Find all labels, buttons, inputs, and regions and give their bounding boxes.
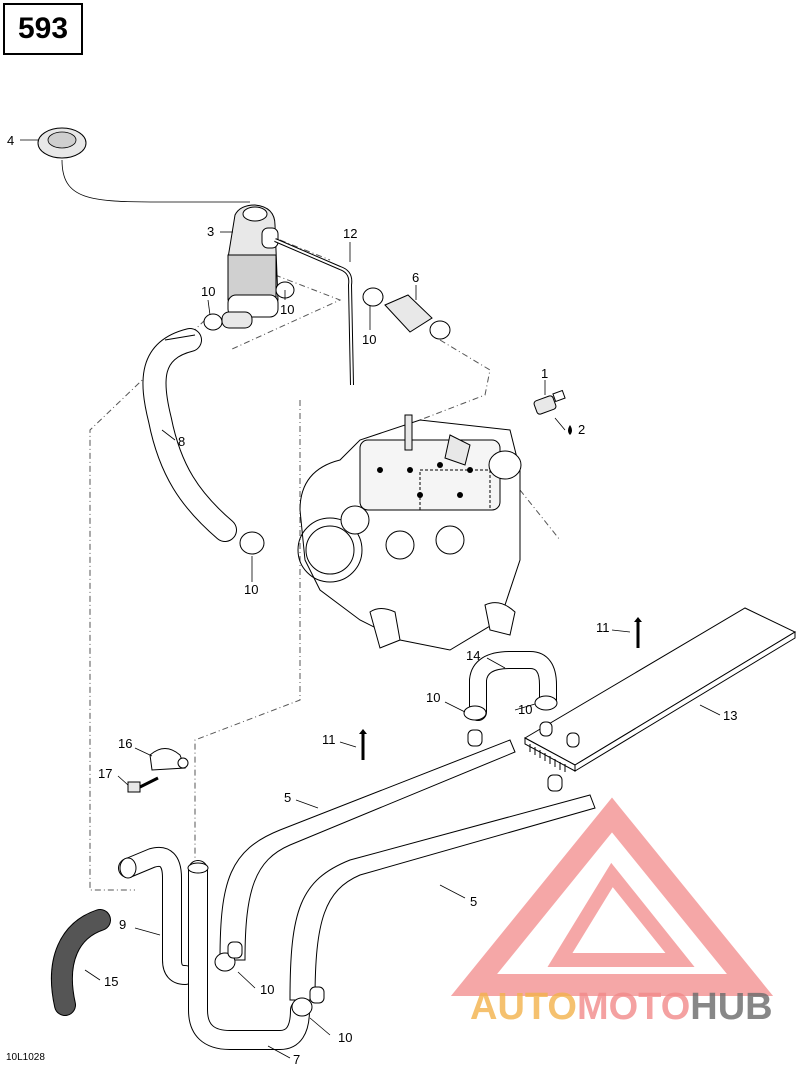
screw-17 (127, 776, 159, 793)
heat-exchanger-13 (523, 607, 797, 772)
engine-block (297, 414, 522, 651)
watermark-part1: AUTO (470, 986, 577, 1028)
callout-10-g: 10 (260, 982, 274, 997)
callout-12: 12 (343, 226, 357, 241)
callout-1: 1 (541, 366, 548, 381)
callout-10-f: 10 (518, 702, 532, 717)
cap-tether (61, 159, 250, 203)
callout-10-c: 10 (362, 332, 376, 347)
radiator-cap-4 (37, 127, 87, 159)
rivet-11-upper (634, 617, 642, 648)
callout-7: 7 (293, 1052, 300, 1067)
hose-7 (187, 860, 310, 1050)
callout-4: 4 (7, 133, 14, 148)
callout-11-upper: 11 (596, 620, 610, 635)
clip-16 (149, 748, 189, 771)
diagram-code: 10L1028 (6, 1052, 45, 1063)
hose-6 (362, 287, 451, 340)
callout-10-h: 10 (338, 1030, 352, 1045)
callout-2: 2 (578, 422, 585, 437)
watermark-part2: MOTO (576, 986, 691, 1028)
callout-labels: 1 2 3 4 5 5 6 7 8 9 10 10 10 10 10 10 10… (7, 133, 737, 1067)
clamps-bottom (214, 941, 325, 1017)
coolant-hose-8 (142, 328, 265, 555)
heat-exchanger-5-upper (219, 729, 516, 961)
u-hose-14 (463, 651, 558, 721)
callout-11-lower: 11 (322, 732, 336, 747)
callout-13: 13 (723, 708, 737, 723)
callout-10-a: 10 (201, 284, 215, 299)
hose-9 (118, 847, 195, 985)
expansion-tank-3 (227, 204, 279, 318)
watermark-text: AUTOMOTOHUB (470, 986, 773, 1029)
callout-16: 16 (118, 736, 132, 751)
callout-10-d: 10 (244, 582, 258, 597)
callout-8: 8 (178, 434, 185, 449)
watermark-logo-icon (450, 797, 774, 996)
leader-lines (20, 139, 721, 1059)
page-number-box: 593 (3, 3, 83, 55)
page-number: 593 (17, 12, 69, 45)
callout-15: 15 (104, 974, 118, 989)
heat-exchanger-5-lower (289, 774, 596, 1001)
callout-14: 14 (466, 648, 480, 663)
callout-9: 9 (119, 917, 126, 932)
callout-10-e: 10 (426, 690, 440, 705)
rivet-11-lower (359, 729, 367, 760)
callout-5-lower: 5 (470, 894, 477, 909)
corrugated-hose-15 (50, 909, 111, 1016)
callout-10-b: 10 (280, 302, 294, 317)
callout-3: 3 (207, 224, 214, 239)
callout-5-upper: 5 (284, 790, 291, 805)
temperature-sensor-1 (533, 389, 572, 435)
callout-6: 6 (412, 270, 419, 285)
callout-17: 17 (98, 766, 112, 781)
watermark-part3: HUB (690, 986, 773, 1028)
